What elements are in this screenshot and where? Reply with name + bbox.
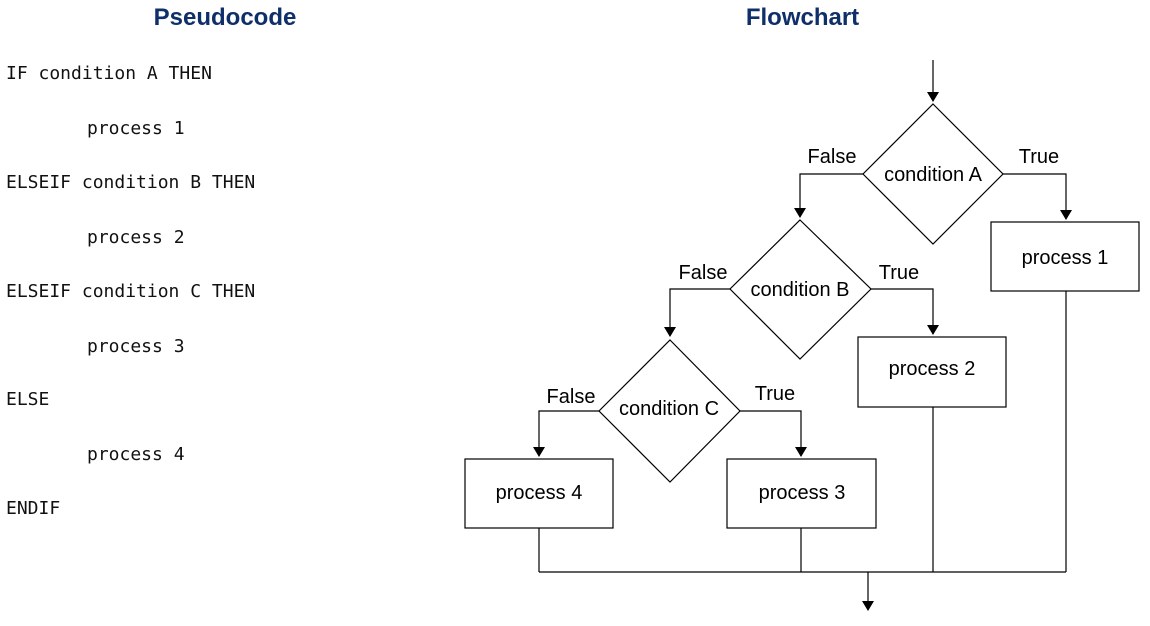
- branch-label-b-true: True: [879, 262, 919, 284]
- code-line-elseif-b: ELSEIF condition B THEN: [6, 172, 256, 193]
- code-line-process-3: process 3: [87, 336, 185, 357]
- process-label-2: process 2: [889, 358, 976, 380]
- code-line-process-2: process 2: [87, 227, 185, 248]
- process-rect-4: [464, 458, 614, 529]
- decision-label-b: condition B: [751, 279, 850, 301]
- connector-a-true: [1003, 173, 1072, 220]
- process-label-4: process 4: [496, 482, 583, 504]
- process-box-4: process 4: [464, 458, 614, 529]
- connector-c-true: [740, 410, 807, 457]
- process-rect-2: [857, 336, 1007, 408]
- connector-b-true: [871, 288, 939, 335]
- decision-diamond-b: [729, 219, 872, 360]
- decision-condition-c: condition C: [598, 339, 741, 483]
- connector-c-false: [533, 410, 599, 457]
- code-line-if: IF condition A THEN: [6, 63, 212, 84]
- process-label-3: process 3: [759, 482, 846, 504]
- decision-condition-a: condition A: [862, 103, 1004, 245]
- process-rect-1: [990, 221, 1140, 292]
- pseudocode-title: Pseudocode: [153, 4, 297, 31]
- connector-a-false: [794, 173, 863, 218]
- code-line-process-4: process 4: [87, 444, 185, 465]
- code-line-endif: ENDIF: [6, 498, 61, 519]
- process-box-2: process 2: [857, 336, 1007, 408]
- connector-b-false: [664, 288, 730, 337]
- branch-label-a-false: False: [808, 146, 857, 168]
- code-line-elseif-c: ELSEIF condition C THEN: [6, 281, 256, 302]
- code-line-else: ELSE: [6, 389, 50, 410]
- decision-label-a: condition A: [884, 164, 983, 186]
- process-label-1: process 1: [1022, 247, 1109, 269]
- decision-condition-b: condition B: [729, 219, 872, 360]
- branch-label-a-true: True: [1019, 146, 1059, 168]
- decision-label-c: condition C: [619, 398, 719, 420]
- branch-label-b-false: False: [679, 262, 728, 284]
- flowchart-title: Flowchart: [745, 4, 860, 31]
- decision-diamond-a: [862, 103, 1004, 245]
- branch-label-c-false: False: [547, 386, 596, 408]
- process-box-3: process 3: [726, 458, 877, 529]
- branch-label-c-true: True: [755, 383, 795, 405]
- decision-diamond-c: [598, 339, 741, 483]
- process-box-1: process 1: [990, 221, 1140, 292]
- process-rect-3: [726, 458, 877, 529]
- code-line-process-1: process 1: [87, 118, 185, 139]
